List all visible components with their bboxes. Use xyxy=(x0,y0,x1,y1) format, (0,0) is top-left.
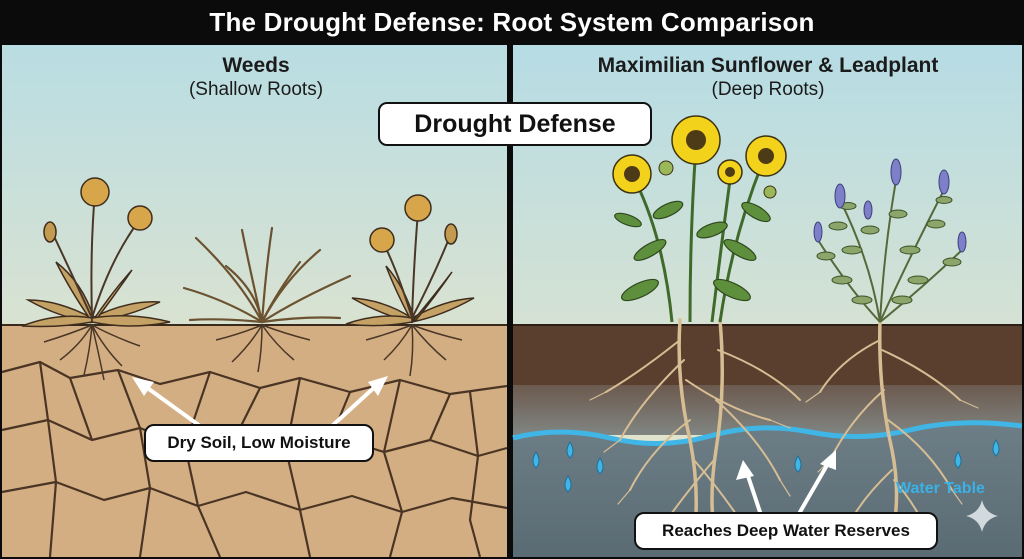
grass-weed-center xyxy=(182,226,352,373)
topsoil xyxy=(513,325,1022,385)
water-table-line xyxy=(512,420,1023,447)
left-panel xyxy=(1,44,508,558)
leadplant-flowers xyxy=(813,158,967,253)
dry-soil-callout: Dry Soil, Low Moisture xyxy=(144,424,374,462)
water-table-label: Water Table xyxy=(896,480,985,497)
dandelion-weed-right xyxy=(345,194,475,377)
sparkle-icon xyxy=(966,500,998,532)
right-subheading: (Deep Roots) xyxy=(711,79,825,100)
arrow-icon xyxy=(132,376,388,428)
left-heading: Weeds xyxy=(222,54,290,77)
left-panel-heading: Weeds (Shallow Roots) xyxy=(96,54,416,102)
right-panel-heading: Maximilian Sunflower & Leadplant (Deep R… xyxy=(548,54,988,102)
panel-divider xyxy=(507,44,513,559)
page-title: The Drought Defense: Root System Compari… xyxy=(209,6,815,37)
right-heading: Maximilian Sunflower & Leadplant xyxy=(597,54,939,77)
sunflower-heads xyxy=(612,115,787,199)
drought-defense-badge: Drought Defense xyxy=(378,102,652,146)
water-drop-icon xyxy=(532,439,1000,493)
maximilian-sunflower xyxy=(612,115,787,323)
shallow-roots xyxy=(43,324,141,381)
title-bar: The Drought Defense: Root System Compari… xyxy=(0,0,1024,44)
arrow-icon xyxy=(736,450,836,514)
deep-water-callout: Reaches Deep Water Reserves xyxy=(634,512,938,550)
leadplant xyxy=(813,158,967,323)
dandelion-weed-left xyxy=(21,177,171,381)
left-subheading: (Shallow Roots) xyxy=(188,79,324,100)
